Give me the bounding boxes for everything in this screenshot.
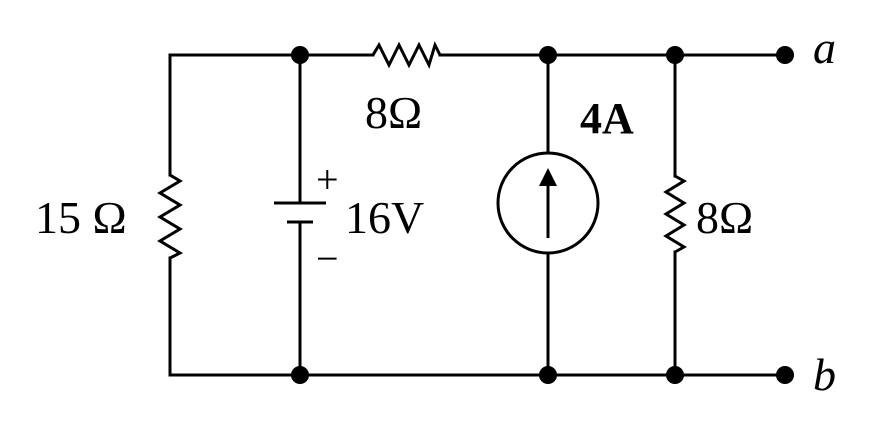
node-top-3 [666, 46, 684, 64]
node-bottom-2 [539, 366, 557, 384]
current-source-branch [496, 53, 600, 377]
voltage-source-branch [274, 53, 326, 377]
left-branch [157, 53, 184, 377]
node-bottom-3 [666, 366, 684, 384]
label-r-right: 8Ω [696, 192, 753, 243]
right-branch [663, 53, 687, 377]
resistor-8-ohm-shunt [663, 174, 687, 254]
label-terminal-a: a [813, 22, 836, 73]
terminal-b-node[interactable] [776, 366, 794, 384]
resistor-8-ohm-series [371, 40, 442, 70]
resistor-15-ohm [157, 173, 184, 260]
terminal-a-node[interactable] [776, 46, 794, 64]
arrow-up-icon [539, 168, 557, 238]
label-plus: + [316, 157, 339, 202]
battery-symbol [274, 201, 326, 224]
label-terminal-b: b [813, 349, 836, 400]
label-r-left: 15 Ω [35, 192, 127, 243]
label-current-source: 4A [580, 94, 634, 143]
junction-nodes [291, 46, 794, 384]
node-top-2 [539, 46, 557, 64]
node-bottom-1 [291, 366, 309, 384]
node-top-1 [291, 46, 309, 64]
label-r-series: 8Ω [365, 87, 422, 138]
label-minus: − [316, 236, 339, 281]
label-voltage-source: 16V [345, 192, 424, 243]
current-source-circle [496, 151, 600, 255]
